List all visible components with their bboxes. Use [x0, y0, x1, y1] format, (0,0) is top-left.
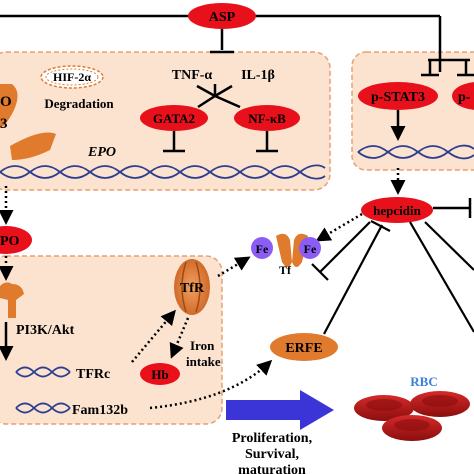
hif2a-label: HIF-2α	[53, 70, 91, 84]
epo-node	[0, 226, 32, 254]
iron-intake-line1: Iron	[190, 338, 215, 353]
hb-node	[140, 363, 180, 385]
tfrc-to-tfr	[131, 309, 176, 363]
outcome-line1: Proliferation,	[232, 431, 312, 446]
pstat3-cut-label: p-	[458, 90, 471, 105]
left-cut-node	[0, 84, 18, 128]
dna-fam132b	[15, 402, 71, 414]
tfrc-label: TFRc	[76, 367, 110, 382]
hepcidin-inhibit-fe	[319, 221, 371, 273]
fam132b-to-erfe	[149, 359, 273, 410]
hepcidin-label: hepcidin	[373, 203, 421, 218]
big-arrow	[226, 390, 334, 430]
hepcidin-to-fe	[315, 212, 363, 242]
outcome-line2: Survival,	[245, 447, 299, 462]
erfe-label: ERFE	[285, 341, 322, 356]
wedge-shape	[10, 132, 56, 160]
fam132b-label: Fam132b	[72, 403, 128, 418]
pstat3-label: p-STAT3	[371, 90, 425, 105]
dna-hepcidin	[357, 144, 474, 160]
gata-nfkb-inhibition	[163, 131, 278, 153]
iron-intake-line2: intake	[186, 354, 221, 369]
asp-node	[188, 3, 256, 29]
nfkb-node	[234, 105, 300, 131]
epo-gene-label: EPO	[87, 145, 116, 160]
tfr-to-hb	[169, 317, 190, 359]
hepcidin-down-right	[409, 221, 474, 333]
tfr-to-fe	[217, 256, 251, 278]
cytokine-branch	[196, 84, 241, 109]
epo-node-label: PO	[0, 234, 20, 249]
asp-connectors	[0, 14, 474, 77]
rbc-icon	[354, 391, 470, 441]
left-cut-o: O	[0, 94, 12, 110]
hepcidin-node	[361, 197, 433, 223]
il1b-label: IL-1β	[241, 68, 275, 83]
nfkb-label: NF-κB	[248, 111, 286, 126]
dna-epo	[0, 164, 326, 180]
gata2-label: GATA2	[153, 111, 195, 126]
outcome-line3: maturation	[238, 463, 306, 474]
gata2-node	[140, 105, 208, 131]
hb-label: Hb	[151, 367, 168, 382]
degradation-label: Degradation	[44, 96, 114, 111]
pstat3-cut-node	[452, 82, 474, 110]
tfr-label: TfR	[180, 281, 205, 296]
dna-tfrc	[15, 366, 71, 378]
erfe-node	[270, 333, 338, 361]
fe-right-icon	[299, 237, 321, 259]
hif2a-node	[40, 65, 104, 89]
erfe-inhibit-hepcidin	[323, 224, 383, 335]
erfe-inhibit-bar	[370, 220, 391, 232]
hepcidin-down-right2	[424, 221, 474, 271]
asp-label: ASP	[209, 10, 236, 25]
panel-right-top	[351, 51, 474, 171]
hepcidin-inhibit-bar	[311, 263, 329, 281]
epo-receptor-icon	[0, 282, 24, 318]
fe-left-label: Fe	[256, 242, 269, 256]
rbc-label: RBC	[410, 374, 437, 389]
pstat3-node	[358, 82, 438, 110]
left-cut-3: 3	[0, 116, 8, 132]
tf-label: Tf	[279, 263, 292, 277]
tfr-icon	[174, 259, 210, 315]
tnf-alpha-label: TNF-α	[172, 68, 213, 83]
fe-right-label: Fe	[304, 242, 317, 256]
pi3k-label: PI3K/Akt	[16, 323, 75, 338]
fe-left-icon	[251, 237, 273, 259]
